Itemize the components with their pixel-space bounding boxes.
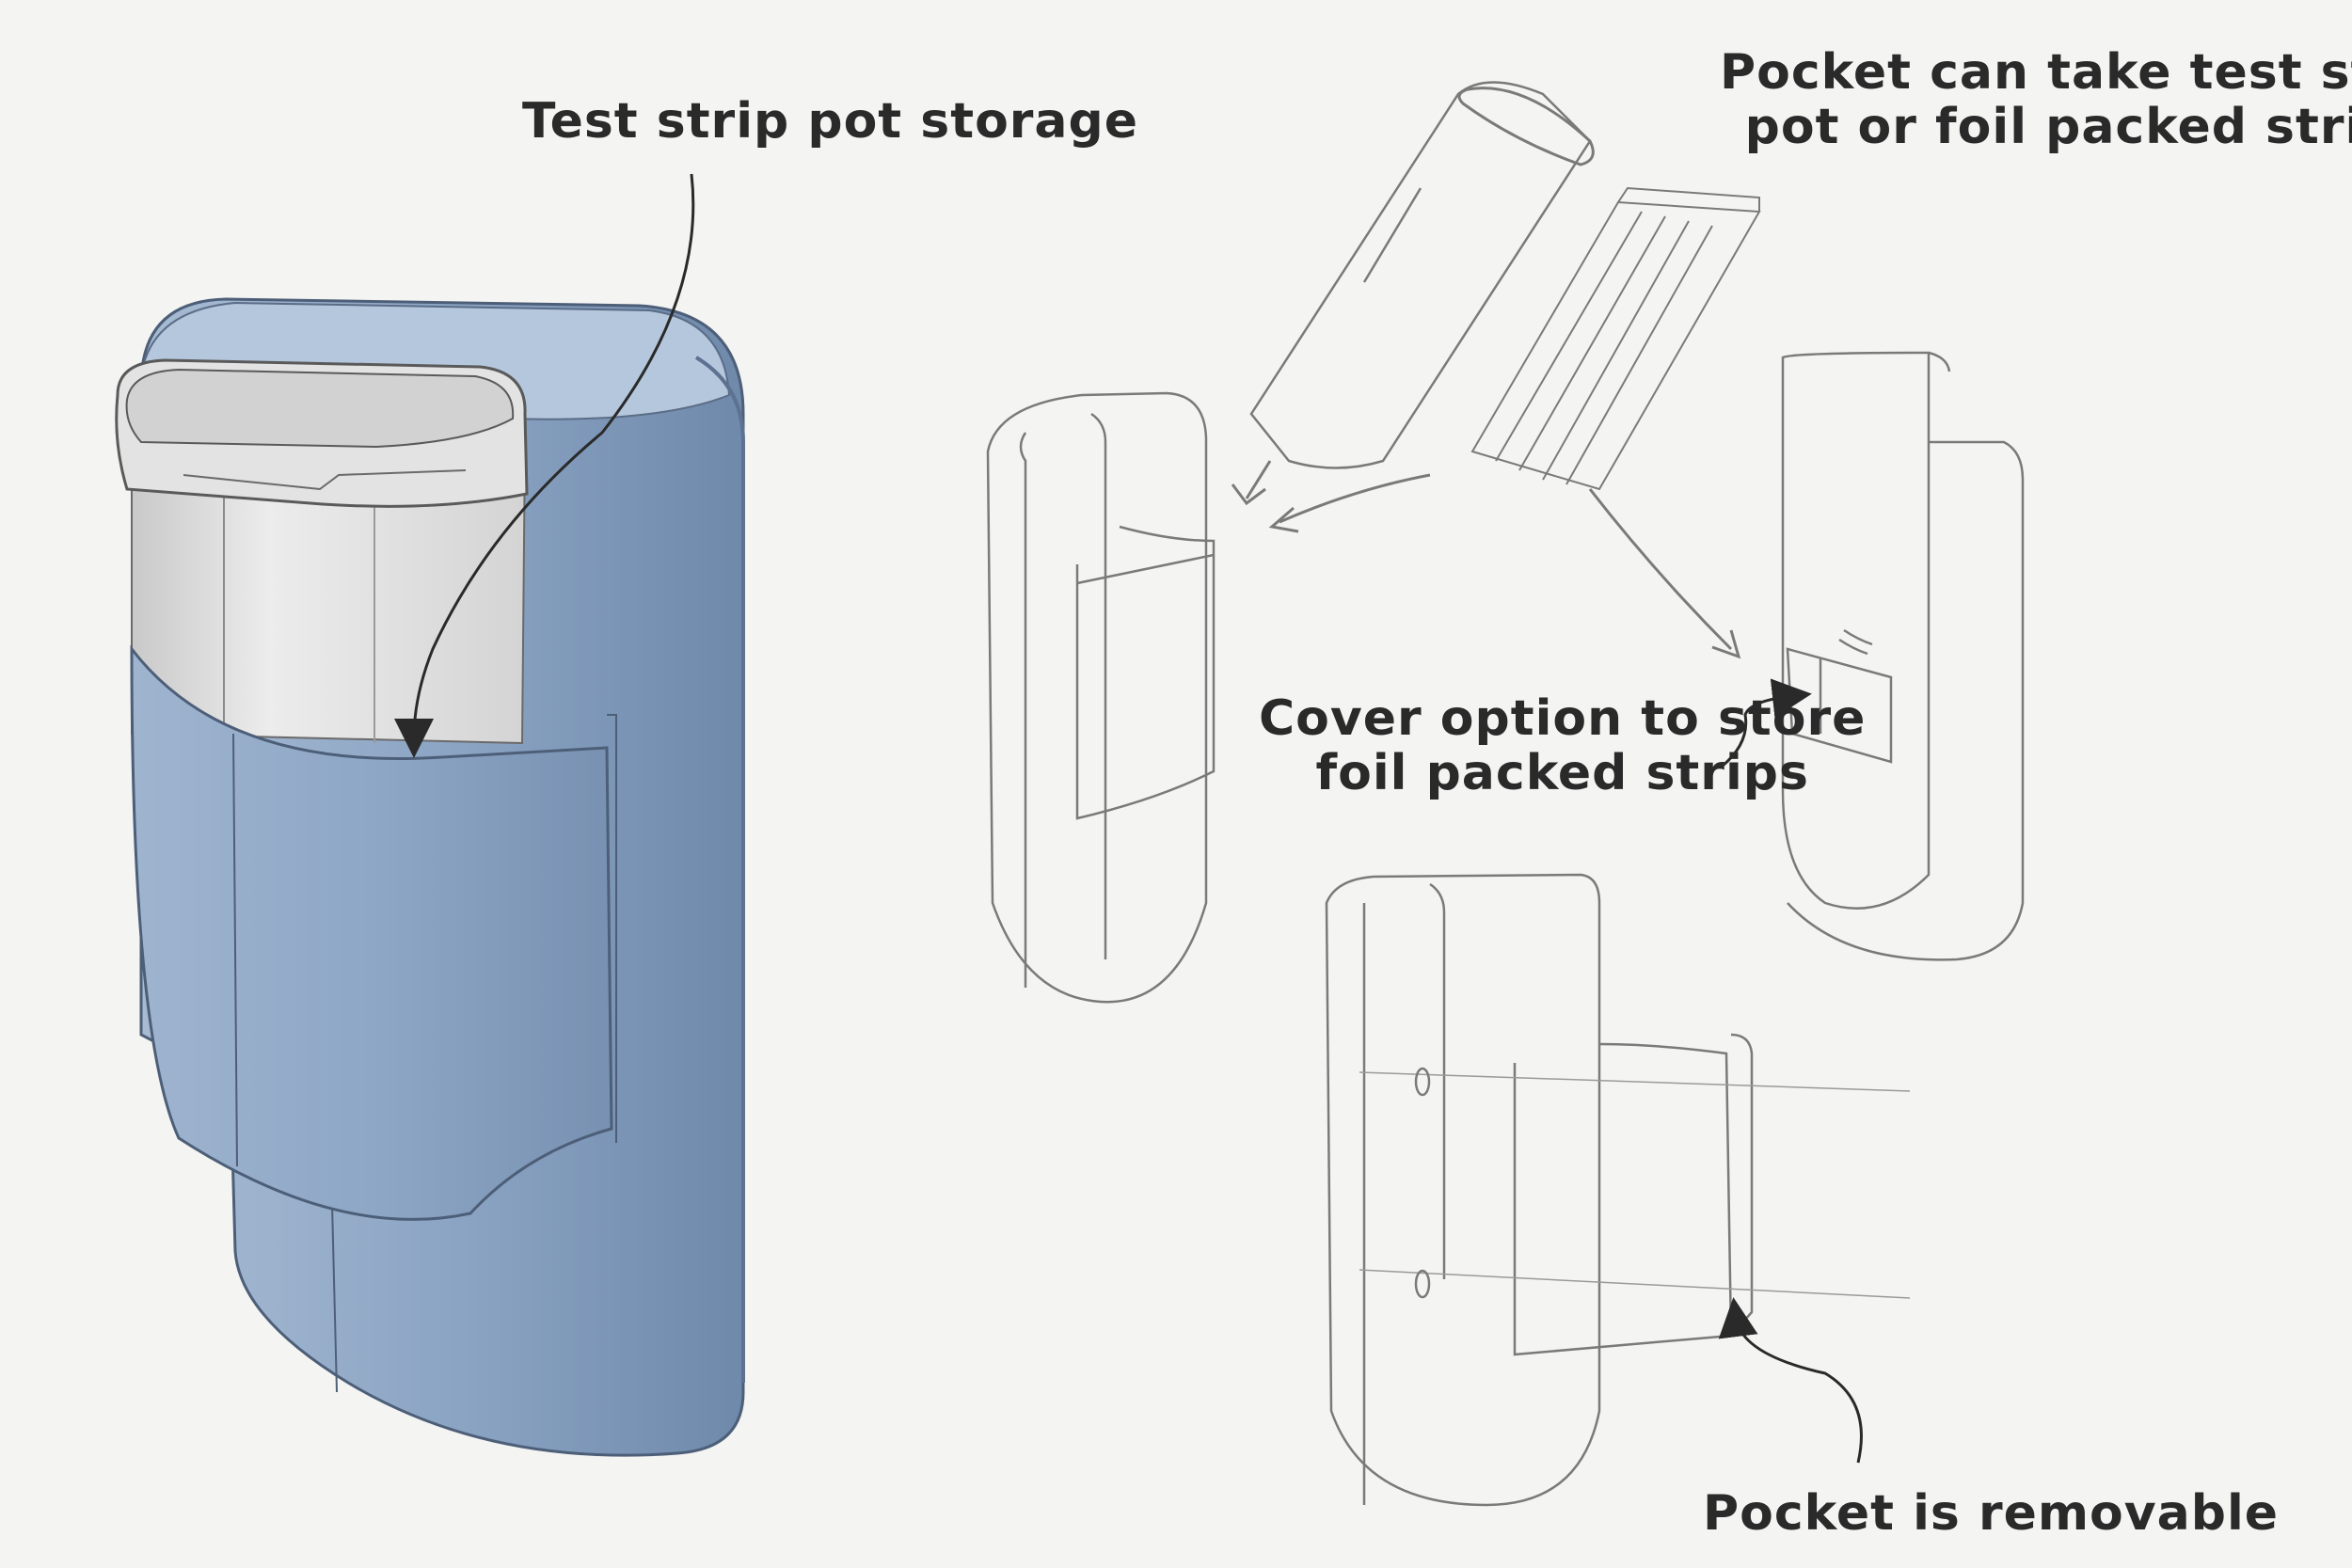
case-sketch-cover <box>1781 351 2025 961</box>
annotation-pocket-take: Pocket can take test strip pot or foil p… <box>1720 45 2352 154</box>
annotation-line-2: foil packed strips <box>1315 745 1809 801</box>
annotation-cover-option: Cover option to store foil packed strips <box>1259 691 1866 800</box>
case-sketch-removable <box>1325 873 1911 1507</box>
pot-lid-top <box>125 368 515 449</box>
annotation-arrows <box>394 173 1863 1464</box>
case-side-edge <box>694 356 745 1383</box>
case-sketch-pocket <box>986 391 1216 1004</box>
annotation-line-2: pot or foil packed strips <box>1744 99 2352 155</box>
case-pocket <box>130 644 613 1221</box>
foil-strips-sketch <box>1470 186 1761 491</box>
annotation-removable: Pocket is removable <box>1703 1486 2279 1541</box>
annotation-line-1: Pocket can take test strip <box>1720 44 2352 101</box>
removable-arrow <box>1718 1297 1863 1464</box>
annotation-text: Pocket is removable <box>1703 1485 2280 1542</box>
annotation-line-1: Cover option to store <box>1259 690 1867 747</box>
blue-case-render <box>115 297 745 1457</box>
pot-storage-arrow <box>394 173 695 758</box>
cover-option-arrow <box>1721 678 1812 768</box>
test-strip-pot <box>115 358 529 745</box>
annotation-pot-storage: Test strip pot storage <box>522 94 1138 149</box>
exploded-pot-sketch <box>1249 81 1595 469</box>
sketch-arrows <box>1231 460 1741 659</box>
annotation-text: Test strip pot storage <box>522 93 1139 150</box>
